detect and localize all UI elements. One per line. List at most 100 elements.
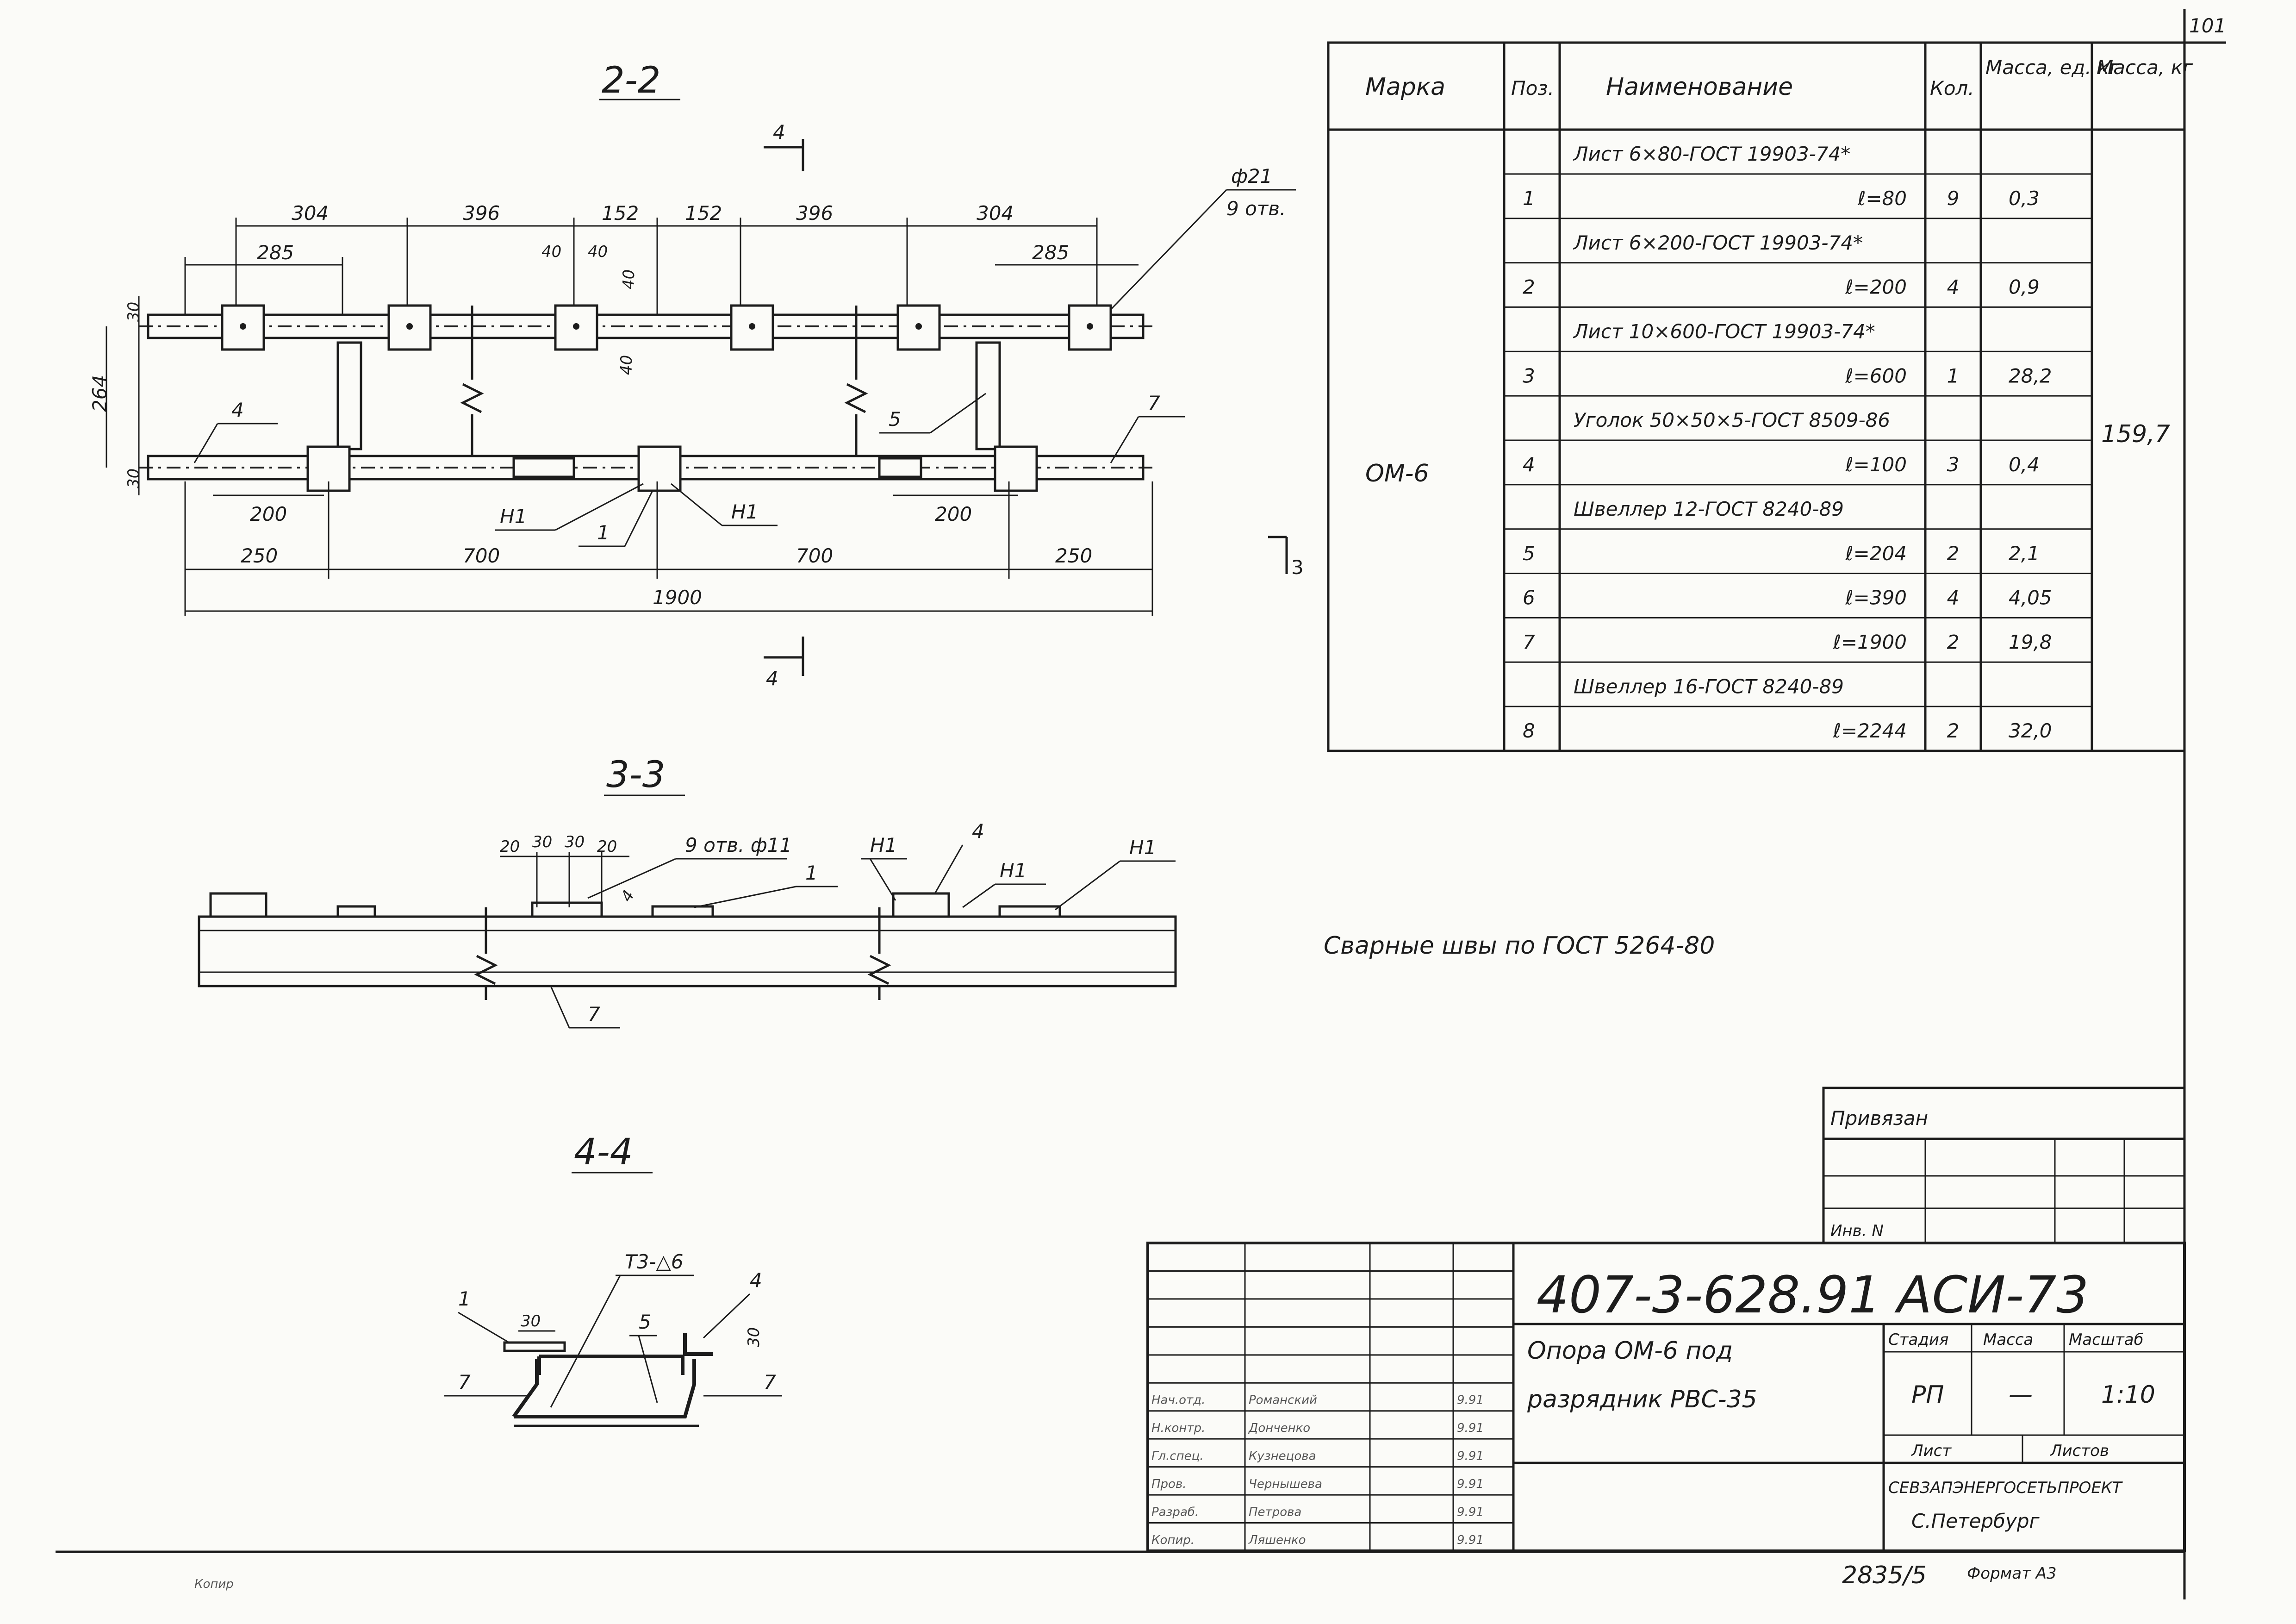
cut-mark-top-label: 4 [773, 121, 785, 144]
spec-header-name: Наименование [1606, 73, 1793, 101]
privyazan-block: Привязан Инв. N [1822, 1087, 2186, 1244]
dim-40-a: 40 [541, 243, 561, 261]
org-name: СЕВЗАПЭНЕРГОСЕТЬПРОЕКТ [1888, 1479, 2123, 1497]
weld-mark-33: 4 [617, 887, 638, 905]
callout-1-33: 1 [805, 862, 818, 884]
spec-row-mass: 0,9 [2009, 276, 2040, 299]
callout-leader [703, 1293, 751, 1339]
section-title-4-4: 4-4 [574, 1131, 633, 1173]
sig-date: 9.91 [1457, 1393, 1484, 1407]
weld-note-44: Т3-△6 [625, 1250, 684, 1273]
sig-date: 9.91 [1457, 1505, 1484, 1519]
dim-152-right: 152 [685, 202, 722, 225]
spec-header-mark: Марка [1365, 73, 1445, 101]
callout-leader [1055, 860, 1120, 911]
spec-row-name: ℓ=200 [1845, 276, 1907, 299]
dim-30-bottom: 30 [124, 468, 143, 488]
col-scale-label: Масштаб [2069, 1330, 2144, 1349]
inv-label: Инв. N [1830, 1222, 1884, 1240]
callout-7-44-right: 7 [764, 1371, 776, 1393]
callout-7-33: 7 [588, 1003, 600, 1025]
sheet-number: 101 [2189, 14, 2226, 37]
footer-copy: Копир [194, 1577, 234, 1591]
hole-note-count: 9 отв. [1226, 197, 1286, 220]
spec-total-mass: 159,7 [2101, 420, 2170, 448]
dim-30-44-side: 30 [745, 1327, 763, 1347]
spec-header-pos: Поз. [1511, 77, 1554, 100]
drawing-title-2: разрядник РВС-35 [1527, 1386, 1757, 1413]
callout-h1-b: Н1 [1000, 859, 1027, 882]
spec-row-mass: 19,8 [2009, 631, 2052, 654]
hole-dot [1087, 323, 1093, 330]
col-stage-label: Стадия [1888, 1330, 1948, 1349]
dim-20-a: 20 [500, 837, 520, 856]
spec-row-mass: 4,05 [2009, 587, 2052, 609]
spec-row-name: ℓ=1900 [1833, 631, 1907, 654]
spec-row-name: ℓ=2244 [1833, 719, 1907, 742]
dim-30-a: 30 [532, 833, 552, 851]
hole-dot [915, 323, 922, 330]
callout-7: 7 [1148, 392, 1160, 414]
sig-date: 9.91 [1457, 1533, 1484, 1547]
dim-396-left: 396 [463, 202, 500, 225]
spec-row-pos: 4 [1523, 453, 1535, 476]
hole-leader [587, 858, 676, 899]
break-mark-33-left [474, 907, 498, 1000]
callout-5: 5 [889, 408, 901, 431]
sheet-label: Лист [1910, 1442, 1952, 1460]
footer-number: 2835/5 [1842, 1562, 1927, 1589]
section-title-2-2: 2-2 [602, 60, 660, 101]
callout-leader [869, 858, 896, 901]
callout-leader [671, 483, 722, 526]
callout-leader [934, 844, 964, 894]
view-3-mark-label: 3 [1291, 556, 1304, 579]
callout-leader [193, 423, 218, 463]
sig-role: Пров. [1151, 1477, 1187, 1491]
spec-row-mass: 0,3 [2009, 187, 2040, 210]
spec-row-name: ℓ=390 [1845, 587, 1907, 609]
spec-row-name: Лист 6×200-ГОСТ 19903-74* [1573, 231, 1863, 254]
spec-row-qty: 2 [1947, 719, 1960, 742]
sig-role: Разраб. [1151, 1505, 1199, 1519]
sig-date: 9.91 [1457, 1421, 1484, 1435]
dim-20-b: 20 [597, 837, 617, 856]
spec-row-qty: 4 [1947, 276, 1960, 299]
specification-table: Марка Поз. Наименование Кол. Масса, ед. … [1327, 41, 2193, 752]
post-pos5-left [336, 341, 362, 450]
spec-row-name: ℓ=600 [1845, 364, 1907, 387]
sig-role: Копир. [1151, 1533, 1195, 1547]
spec-row-qty: 4 [1947, 587, 1960, 609]
dim-152-left: 152 [602, 202, 639, 225]
section-4-4-view: 4-4 Т3-△6 1 5 4 7 7 30 30 [444, 1131, 782, 1427]
sheets-label: Листов [2049, 1442, 2109, 1460]
dim-285-right: 285 [1032, 241, 1069, 264]
break-mark-33-right [867, 907, 891, 1000]
dim-396-right: 396 [796, 202, 833, 225]
callout-leader [550, 986, 570, 1028]
callout-leader [638, 1335, 658, 1403]
plate-lower-small [512, 457, 575, 478]
spec-row-pos: 5 [1523, 542, 1535, 565]
spec-row-qty: 1 [1947, 364, 1960, 387]
dim-200-left: 200 [250, 503, 287, 525]
callout-1-44: 1 [458, 1287, 471, 1310]
spec-row-name: Швеллер 12-ГОСТ 8240-89 [1574, 498, 1844, 520]
plate-pos1 [531, 901, 603, 918]
dim-40-d: 40 [617, 355, 636, 375]
sig-name: Кузнецова [1249, 1449, 1316, 1463]
channel-pos7-side [198, 915, 1177, 987]
spec-row-mass: 32,0 [2009, 719, 2052, 742]
callout-leader [1110, 416, 1139, 463]
spec-table-border [1327, 41, 2186, 752]
spec-row-name: Лист 6×80-ГОСТ 19903-74* [1573, 143, 1850, 165]
spec-row-mass: 0,4 [2009, 453, 2040, 476]
dim-285-left: 285 [257, 241, 294, 264]
channel-pos5-44 [537, 1355, 684, 1375]
plate-lower-small [878, 457, 922, 478]
spec-row-pos: 3 [1523, 364, 1535, 387]
dim-40-b: 40 [588, 243, 608, 261]
spec-row-name: ℓ=100 [1845, 453, 1907, 476]
dim-1900: 1900 [653, 586, 702, 609]
